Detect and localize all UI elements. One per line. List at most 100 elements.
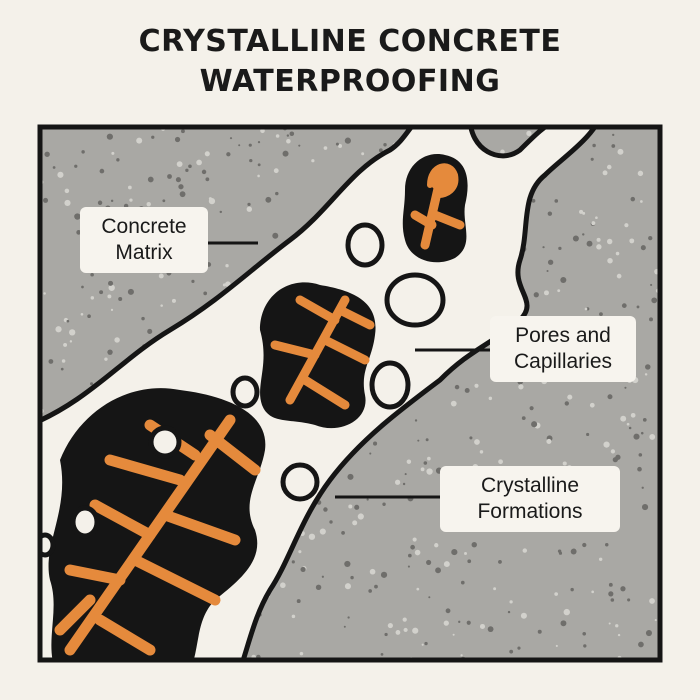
aggregate-dot [286,138,291,144]
aggregate-dot [562,461,567,466]
label-concrete-matrix: Concrete Matrix [80,207,208,273]
aggregate-dot [611,144,616,148]
aggregate-dot [378,148,383,153]
aggregate-dot [445,608,451,614]
label-line: Pores and [515,324,611,347]
aggregate-dot [636,305,640,309]
aggregate-dot [300,566,306,573]
aggregate-dot [615,251,620,256]
aggregate-dot [74,164,78,168]
title-line-2: WATERPROOFING [199,64,501,99]
aggregate-dot [174,136,181,143]
aggregate-dot [257,163,261,167]
aggregate-dot [298,550,302,554]
aggregate-dot [158,273,164,279]
aggregate-dot [554,199,559,203]
aggregate-dot [110,199,114,203]
aggregate-dot [648,235,653,241]
aggregate-dot [404,473,407,476]
aggregate-dot [564,401,569,406]
aggregate-dot [229,137,233,140]
aggregate-dot [546,438,552,444]
aggregate-dot [191,279,195,283]
aggregate-dot [408,553,412,558]
aggregate-dot [272,232,279,239]
aggregate-dot [629,238,635,244]
aggregate-dot [311,159,315,163]
aggregate-dot [348,504,353,509]
aggregate-dot [425,438,429,442]
aggregate-dot [599,312,603,317]
aggregate-dot [347,616,350,619]
aggregate-dot [52,166,56,169]
aggregate-dot [147,328,153,334]
aggregate-dot [560,276,567,284]
aggregate-dot [417,439,420,442]
aggregate-dot [81,285,84,289]
aggregate-dot [219,210,223,214]
aggregate-dot [606,164,612,170]
aggregate-dot [127,288,134,295]
aggregate-dot [99,290,104,295]
aggregate-dot [90,272,94,277]
aggregate-dot [129,198,133,202]
aggregate-dot [608,582,613,587]
aggregate-dot [624,386,627,389]
aggregate-dot [147,176,154,183]
aggregate-dot [63,342,68,347]
aggregate-dot [64,199,71,207]
aggregate-dot [443,620,449,626]
aggregate-dot [572,235,579,242]
aggregate-dot [546,269,549,273]
aggregate-dot [637,466,642,472]
aggregate-dot [630,412,636,418]
aggregate-dot [628,426,632,430]
aggregate-dot [645,629,653,637]
aggregate-dot [591,590,594,594]
label-crystalline-formations: Crystalline Formations [440,466,620,532]
pores [40,222,446,558]
aggregate-dot [298,144,301,147]
diagram-frame [37,124,663,663]
aggregate-dot [380,571,388,578]
aggregate-dot [57,171,64,178]
aggregate-dot [517,646,521,650]
aggregate-dot [595,216,598,220]
aggregate-dot [466,620,471,625]
aggregate-dot [624,223,629,228]
aggregate-dot [341,531,345,535]
aggregate-dot [428,596,431,599]
aggregate-dot [412,627,419,634]
aggregate-dot [48,359,54,364]
aggregate-dot [654,619,657,622]
aggregate-dot [257,140,261,144]
aggregate-dot [188,164,192,169]
aggregate-dot [185,168,189,172]
aggregate-dot [543,290,549,296]
aggregate-dot [454,384,460,390]
aggregate-dot [162,199,166,203]
aggregate-dot [248,143,252,147]
aggregate-dot [607,394,613,400]
aggregate-dot [460,654,463,657]
aggregate-dot [479,623,486,630]
aggregate-dot [458,620,461,623]
aggregate-dot [557,289,561,293]
aggregate-dot [74,213,81,220]
aggregate-dot [407,565,410,568]
aggregate-dot [498,560,502,564]
aggregate-dot [434,543,439,548]
aggregate-dot [373,441,378,446]
aggregate-dot [403,627,408,633]
aggregate-dot [644,373,648,376]
aggregate-dot [416,587,420,591]
aggregate-dot [179,191,186,198]
aggregate-dot [638,453,643,457]
aggregate-dot [319,528,326,535]
aggregate-dot [640,245,646,251]
aggregate-dot [638,641,644,648]
aggregate-dot [265,196,272,203]
aggregate-dot [531,421,538,428]
label-line: Formations [477,500,583,523]
aggregate-dot [97,200,103,205]
